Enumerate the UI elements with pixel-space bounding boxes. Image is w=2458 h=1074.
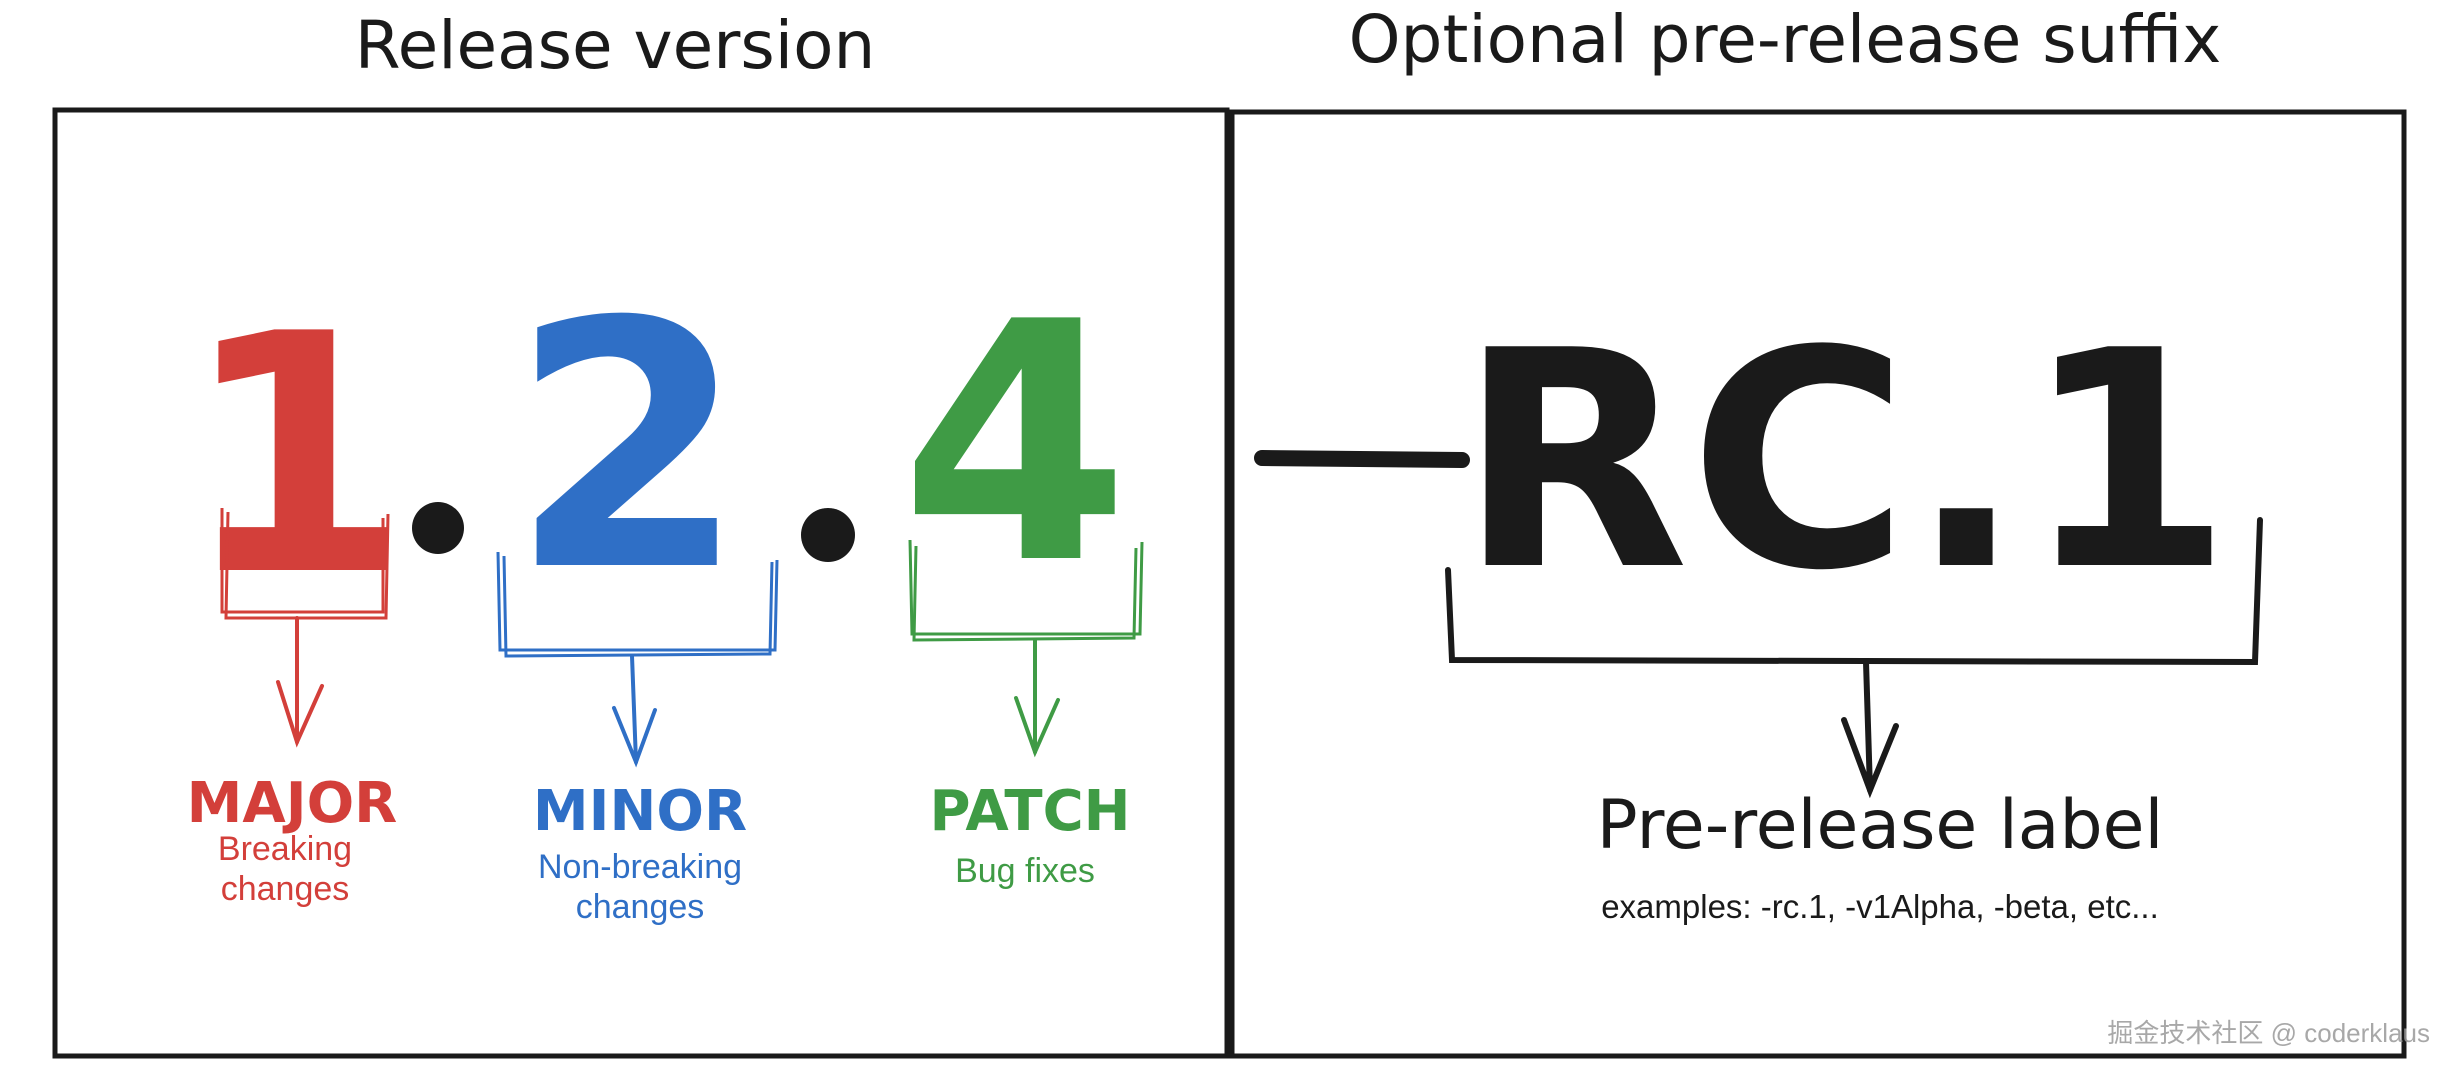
heading-prerelease-suffix: Optional pre-release suffix [1349, 1, 2222, 78]
patch-desc-line-1: Bug fixes [955, 852, 1095, 890]
patch-digit: 4 [900, 252, 1130, 636]
major-desc-line-1: Breaking [218, 830, 352, 868]
minor-digit: 2 [510, 250, 747, 646]
prerelease-title: Pre-release label [1597, 786, 2164, 865]
major-digit: 1 [181, 264, 411, 648]
minor-desc-line-2: changes [576, 888, 705, 926]
patch-title: PATCH [929, 779, 1130, 844]
prerelease-suffix-box [1229, 109, 2407, 1059]
patch-bracket [908, 539, 1144, 642]
prerelease-arrow [1841, 659, 1899, 799]
major-title: MAJOR [187, 771, 398, 836]
prerelease-examples: examples: -rc.1, -v1Alpha, -beta, etc... [1601, 888, 2159, 925]
major-desc-line-2: changes [221, 870, 350, 908]
suffix-dash [1254, 450, 1470, 468]
separator-dot-2 [801, 508, 855, 562]
minor-desc-line-1: Non-breaking [538, 848, 742, 886]
minor-bracket [496, 551, 779, 658]
release-version-box [52, 107, 1230, 1059]
watermark: 掘金技术社区 @ coderklaus [2107, 1018, 2430, 1048]
patch-arrow [1014, 638, 1060, 758]
suffix-text: RC.1 [1458, 287, 2232, 636]
heading-release-version: Release version [355, 7, 876, 84]
major-arrow [276, 616, 324, 748]
separator-dot-1 [412, 502, 464, 554]
minor-title: MINOR [533, 779, 747, 844]
major-bracket [220, 508, 390, 620]
minor-arrow [612, 654, 657, 768]
prerelease-bracket [1445, 517, 2263, 666]
